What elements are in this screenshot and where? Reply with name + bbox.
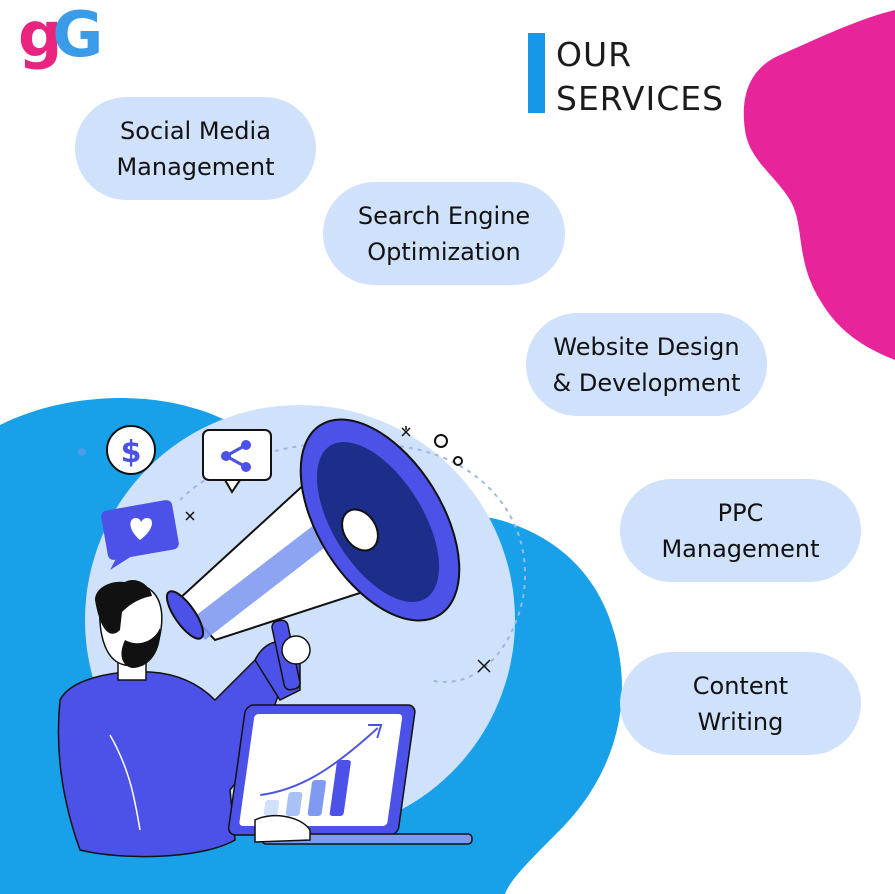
share-icon xyxy=(202,429,272,494)
service-pill-ppc: PPC Management xyxy=(620,479,861,582)
megaphone-icon xyxy=(165,418,461,642)
service-pill-seo: Search Engine Optimization xyxy=(323,182,565,285)
svg-text:$: $ xyxy=(121,435,142,470)
service-label-line-1: Social Media xyxy=(120,116,271,145)
title-accent-bar xyxy=(528,33,545,113)
logo-mark: gG xyxy=(18,0,103,71)
service-label-line-1: Content xyxy=(692,671,789,700)
service-label-line-2: Writing xyxy=(697,707,784,736)
page-title: OUR SERVICES xyxy=(528,33,724,121)
growth-chart-icon xyxy=(260,724,383,816)
service-label-line-1: Search Engine xyxy=(357,201,531,230)
title-line-1: OUR xyxy=(556,35,633,74)
dollar-icon: $ xyxy=(106,425,156,475)
service-label-line-2: Optimization xyxy=(367,237,521,266)
service-label-line-2: Management xyxy=(661,534,820,563)
service-label-line-1: PPC xyxy=(717,498,764,527)
title-text: OUR SERVICES xyxy=(556,33,724,121)
service-label-line-1: Website Design xyxy=(553,332,740,361)
service-pill-social-media: Social Media Management xyxy=(75,97,316,200)
brand-logo[interactable]: gG xyxy=(18,4,103,78)
service-label-line-2: & Development xyxy=(552,368,741,397)
pink-blob-decoration xyxy=(743,10,895,360)
heart-icon xyxy=(101,500,179,570)
laptop-icon xyxy=(227,704,473,845)
service-pill-content-writing: Content Writing xyxy=(620,652,861,755)
service-label-line-2: Management xyxy=(116,152,275,181)
title-line-2: SERVICES xyxy=(556,79,725,118)
service-pill-web-design: Website Design & Development xyxy=(526,313,767,416)
